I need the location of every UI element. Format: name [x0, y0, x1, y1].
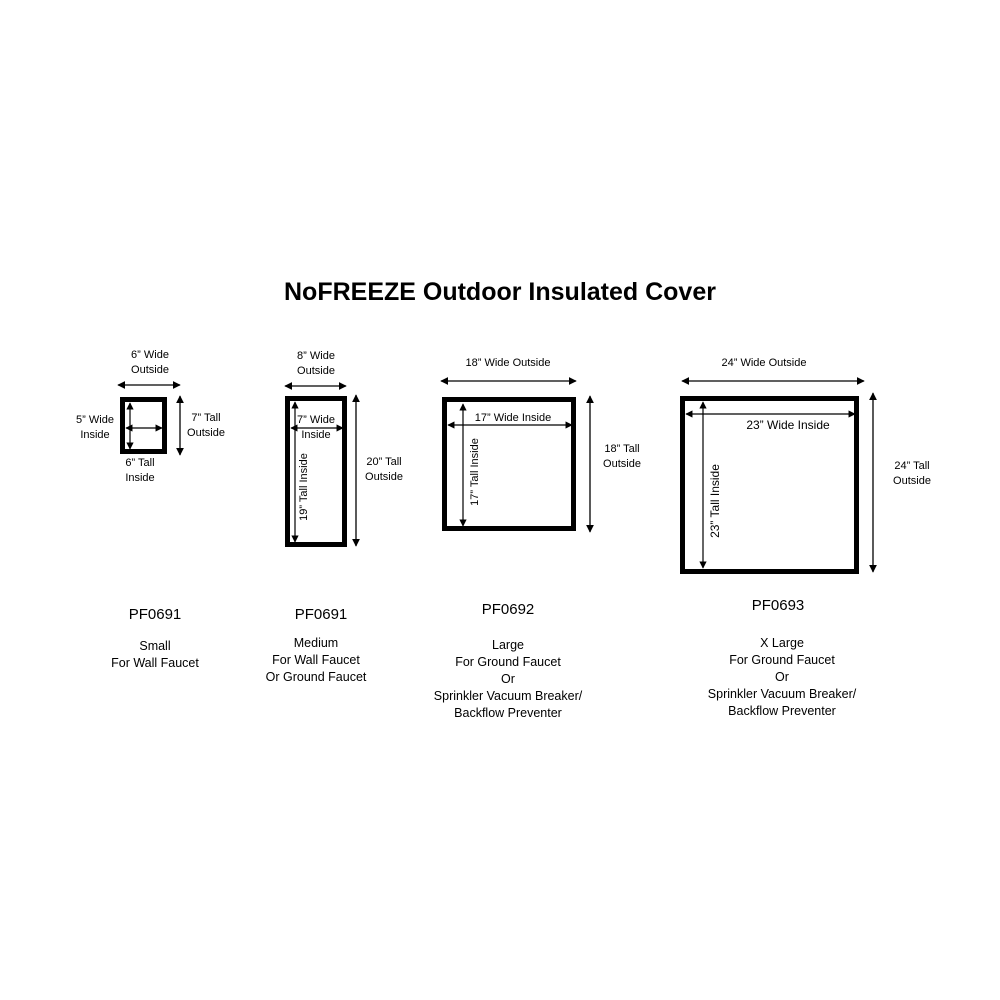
cover-small-code: PF0691 [128, 606, 182, 623]
cover-large-wide-outside-label: 18” Wide Outside [465, 357, 551, 369]
cover-large-wide-inside-label: 17” Wide Inside [474, 412, 552, 424]
cover-xlarge-description: X Large For Ground Faucet Or Sprinkler V… [697, 635, 867, 720]
cover-xlarge-wide-inside-label: 23” Wide Inside [746, 418, 830, 432]
cover-small-description-line: Small [139, 639, 171, 653]
cover-large-description-line: Backflow Preventer [454, 706, 562, 720]
cover-medium-code: PF0691 [294, 606, 348, 623]
diagram-title: NoFREEZE Outdoor Insulated Cover [284, 278, 716, 306]
cover-medium-tall-outside-label: 20” Tall Outside [365, 456, 403, 483]
cover-large-description-line: Large [492, 638, 524, 652]
cover-medium-description-line: Medium [293, 636, 339, 650]
cover-large-tall-inside-label: 17” Tall Inside [469, 438, 481, 506]
cover-medium-outline [285, 396, 347, 547]
cover-medium-description-line: For Wall Faucet [272, 653, 360, 667]
cover-small-outline [120, 397, 167, 454]
cover-medium-wide-inside-label: 7” Wide Inside [297, 414, 335, 441]
cover-large-description-line: For Ground Faucet [455, 655, 561, 669]
cover-xlarge-tall-inside-label: 23” Tall Inside [708, 464, 722, 538]
cover-xlarge-description-line: Sprinkler Vacuum Breaker/ [707, 687, 857, 701]
cover-large-description-line: Sprinkler Vacuum Breaker/ [433, 689, 583, 703]
cover-small-description-line: For Wall Faucet [111, 656, 199, 670]
cover-large [440, 377, 594, 533]
cover-small [117, 381, 184, 456]
cover-medium-tall-inside-label: 19” Tall Inside [298, 453, 310, 521]
cover-small-description: Small For Wall Faucet [95, 638, 215, 672]
cover-small-tall-outside-label: 7” Tall Outside [187, 412, 225, 439]
cover-xlarge-description-line: Or [775, 670, 789, 684]
cover-xlarge-outline [680, 396, 859, 574]
cover-xlarge-wide-outside-label: 24” Wide Outside [721, 357, 807, 369]
cover-large-code: PF0692 [481, 601, 535, 618]
cover-large-description: Large For Ground Faucet Or Sprinkler Vac… [423, 637, 593, 722]
cover-medium-description: Medium For Wall Faucet Or Ground Faucet [251, 635, 381, 686]
cover-xlarge-description-line: X Large [760, 636, 804, 650]
cover-xlarge-description-line: Backflow Preventer [728, 704, 836, 718]
cover-xlarge [680, 377, 877, 574]
cover-small-tall-inside-label: 6” Tall Inside [125, 457, 155, 484]
cover-large-outline [442, 397, 576, 531]
cover-medium-description-line: Or Ground Faucet [265, 670, 367, 684]
cover-xlarge-description-line: For Ground Faucet [729, 653, 835, 667]
cover-medium [284, 382, 360, 547]
cover-medium-wide-outside-label: 8” Wide Outside [297, 350, 335, 377]
cover-small-wide-outside-label: 6” Wide Outside [131, 349, 169, 376]
cover-xlarge-code: PF0693 [751, 597, 805, 614]
cover-xlarge-tall-outside-label: 24” Tall Outside [893, 460, 931, 487]
cover-large-description-line: Or [501, 672, 515, 686]
cover-small-wide-inside-label: 5” Wide Inside [76, 414, 114, 441]
cover-large-tall-outside-label: 18” Tall Outside [603, 443, 641, 470]
